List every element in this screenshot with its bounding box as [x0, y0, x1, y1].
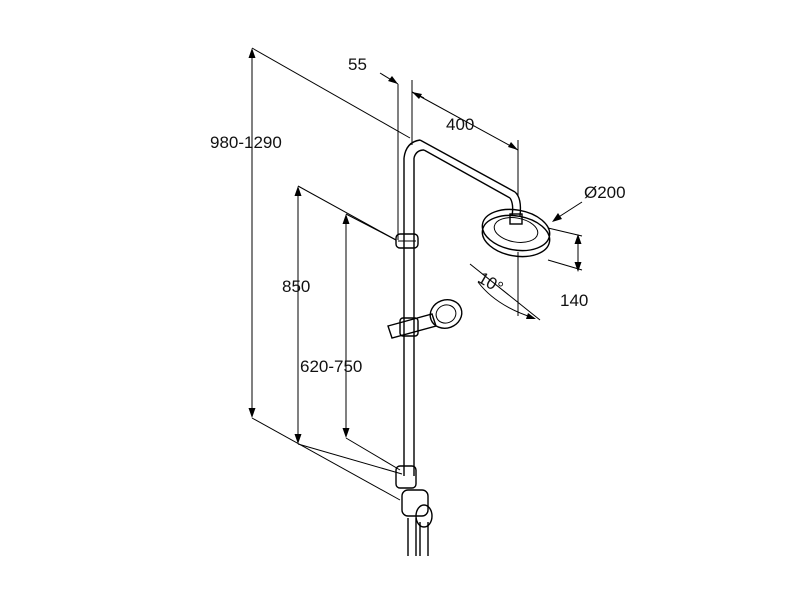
shower-rail [403, 139, 523, 476]
dim-mid-height-label: 850 [282, 277, 310, 296]
dim-tilt-angle-label: 10° [475, 268, 507, 297]
dim-bar-offset-label: 55 [348, 55, 367, 74]
dim-head-height-label: 140 [560, 291, 588, 310]
extension-lines [251, 47, 583, 501]
hand-shower [387, 299, 463, 339]
dim-slider-range-label: 620-750 [300, 357, 362, 376]
dim-arm-length-label: 400 [446, 115, 474, 134]
dimension-lines [248, 48, 583, 444]
dim-total-height-label: 980-1290 [210, 133, 282, 152]
bottom-mixer [395, 465, 433, 556]
dim-head-diameter-label: Ø200 [584, 183, 626, 202]
top-wall-bracket [395, 233, 419, 249]
rain-shower-head [481, 208, 551, 258]
